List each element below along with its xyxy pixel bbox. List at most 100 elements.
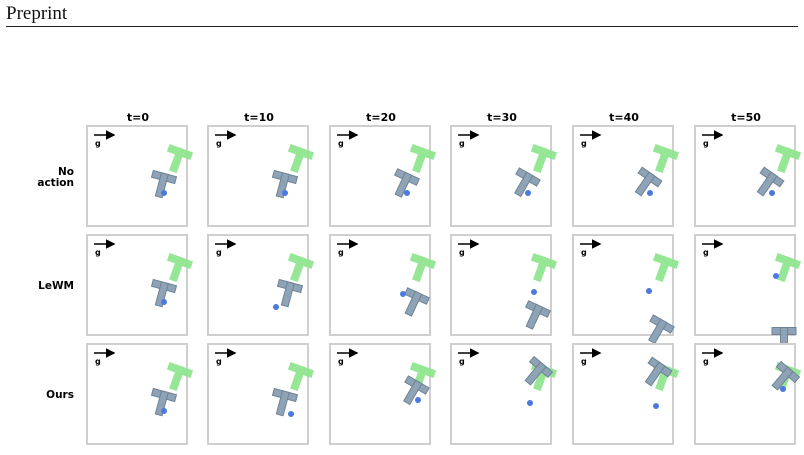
goal-t-stem bbox=[290, 364, 307, 392]
sim-frame-canvas: g bbox=[215, 239, 315, 310]
gravity-label: g bbox=[703, 248, 709, 257]
sim-frame: g bbox=[572, 125, 680, 227]
goal-t-shape bbox=[774, 143, 802, 174]
goal-t-stem bbox=[533, 255, 550, 283]
sim-frame-canvas: g bbox=[702, 239, 802, 352]
goal-t-stem bbox=[290, 255, 307, 283]
gravity-label: g bbox=[581, 139, 587, 148]
goal-t-stem bbox=[777, 146, 794, 174]
agent-ball bbox=[646, 288, 652, 294]
sim-frame: g bbox=[86, 125, 194, 227]
sim-frame: g bbox=[329, 234, 437, 336]
agent-ball bbox=[415, 397, 421, 403]
t-block bbox=[524, 355, 554, 386]
goal-t-shape bbox=[287, 361, 315, 392]
row-label-line: LeWM bbox=[38, 280, 74, 292]
goal-t-shape bbox=[652, 143, 680, 174]
gravity-label: g bbox=[459, 357, 465, 366]
goal-t-shape bbox=[530, 143, 558, 174]
sim-frame-canvas: g bbox=[580, 348, 680, 409]
agent-ball bbox=[780, 386, 786, 392]
t-block-stem bbox=[771, 366, 794, 391]
t-block-stem bbox=[644, 361, 666, 387]
t-block bbox=[271, 169, 299, 199]
goal-t-shape bbox=[409, 252, 437, 283]
agent-ball bbox=[273, 304, 279, 310]
column-label: t=30 bbox=[487, 111, 517, 124]
t-block bbox=[524, 300, 552, 330]
gravity-label: g bbox=[459, 139, 465, 148]
t-block bbox=[644, 356, 673, 387]
sim-frame-canvas: g bbox=[702, 130, 802, 197]
gravity-label: g bbox=[216, 248, 222, 257]
t-block bbox=[150, 387, 178, 417]
agent-ball bbox=[769, 190, 775, 196]
t-block-stem bbox=[404, 290, 423, 317]
agent-ball bbox=[161, 299, 167, 305]
gravity-label: g bbox=[581, 357, 587, 366]
gravity-label: g bbox=[338, 357, 344, 366]
page-header: Preprint bbox=[6, 3, 68, 24]
agent-ball bbox=[404, 190, 410, 196]
sim-frame: g bbox=[207, 125, 315, 227]
agent-ball bbox=[527, 400, 533, 406]
sim-frame-canvas: g bbox=[458, 348, 558, 406]
goal-t-stem bbox=[777, 255, 794, 283]
t-block bbox=[150, 278, 178, 308]
t-block-stem bbox=[154, 172, 169, 199]
goal-t-stem bbox=[412, 146, 429, 174]
sim-frame-canvas: g bbox=[94, 130, 194, 199]
gravity-label: g bbox=[95, 248, 101, 257]
goal-t-shape bbox=[530, 252, 558, 283]
sim-frame: g bbox=[694, 125, 802, 227]
t-block-stem bbox=[524, 361, 547, 386]
goal-t-stem bbox=[655, 255, 672, 283]
goal-t-shape bbox=[652, 252, 680, 283]
agent-ball bbox=[531, 289, 537, 295]
gravity-label: g bbox=[216, 139, 222, 148]
sim-frame-canvas: g bbox=[94, 348, 194, 417]
t-block-stem bbox=[275, 390, 290, 417]
t-block-stem bbox=[756, 171, 778, 197]
goal-t-stem bbox=[655, 146, 672, 174]
gravity-label: g bbox=[95, 357, 101, 366]
t-block-stem bbox=[525, 303, 544, 330]
gravity-label: g bbox=[703, 139, 709, 148]
gravity-label: g bbox=[459, 248, 465, 257]
column-label: t=10 bbox=[244, 111, 274, 124]
agent-ball bbox=[647, 190, 653, 196]
t-block bbox=[648, 314, 675, 345]
t-block-stem bbox=[403, 379, 423, 406]
agent-ball bbox=[400, 291, 406, 297]
sim-frame: g bbox=[694, 343, 802, 445]
t-block bbox=[271, 387, 299, 417]
t-block-stem bbox=[280, 281, 295, 308]
t-block-stem bbox=[514, 171, 534, 198]
gravity-label: g bbox=[703, 357, 709, 366]
goal-t-stem bbox=[169, 255, 186, 283]
t-block bbox=[393, 168, 421, 198]
sim-frame-canvas: g bbox=[702, 348, 802, 392]
goal-t-shape bbox=[166, 361, 194, 392]
t-block-stem bbox=[275, 172, 290, 199]
sim-frame-canvas: g bbox=[337, 239, 437, 317]
header-rule bbox=[6, 26, 798, 27]
sim-frame: g bbox=[329, 343, 437, 445]
t-block bbox=[771, 360, 801, 391]
agent-ball bbox=[525, 190, 531, 196]
goal-t-shape bbox=[774, 252, 802, 283]
agent-ball bbox=[773, 273, 779, 279]
sim-frame: g bbox=[450, 343, 558, 445]
t-block-stem bbox=[648, 318, 668, 345]
goal-t-stem bbox=[412, 255, 429, 283]
column-label: t=40 bbox=[609, 111, 639, 124]
t-block bbox=[634, 166, 663, 197]
t-block-stem bbox=[154, 281, 169, 308]
row-label: Ours bbox=[20, 390, 74, 401]
gravity-label: g bbox=[338, 248, 344, 257]
t-block bbox=[276, 278, 304, 308]
agent-ball bbox=[282, 190, 288, 196]
t-block bbox=[150, 169, 178, 199]
t-block-stem bbox=[394, 171, 413, 198]
